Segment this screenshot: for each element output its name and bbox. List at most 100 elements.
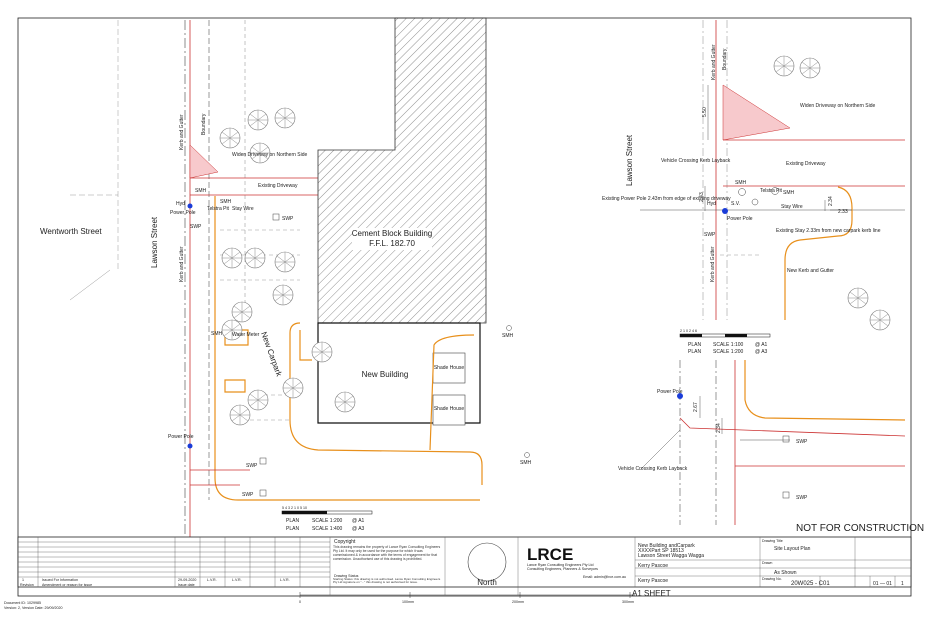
main-scale: 5 4 3 2 1 0 5 10 PLAN SCALE 1:200 @ A1 P… (281, 506, 373, 532)
detail-scale-plan-2: PLAN (688, 349, 701, 355)
wentworth-street-label: Wentworth Street (40, 227, 102, 236)
vehicle-crossing-2: Vehicle Crossing Kerb Layback (618, 466, 688, 472)
not-for-construction: NOT FOR CONSTRUCTION (796, 523, 924, 534)
power-pole-main-2: Power Pole (168, 434, 194, 440)
company-contact: Email: admin@lrce.com.au (583, 575, 626, 579)
company-name: Lance Ryan Consulting Engineers Pty Ltd (527, 563, 594, 567)
stay-wire-main: Stay Wire (232, 206, 254, 212)
new-carpark-label: New Carpark (259, 331, 284, 379)
project-line-3: Lawson Street Wagga Wagga (638, 553, 704, 559)
architect-value: Kerry Pascoe (638, 578, 668, 584)
dim-233: 2.33 (838, 209, 848, 215)
swp-detail-1: SWP (704, 232, 716, 238)
copyright-text: This drawing remains the property of Lan… (333, 545, 441, 561)
swp-main-4: SWP (242, 492, 254, 498)
drawing-title: Site Layout Plan (774, 546, 811, 552)
project-line-1: New Building andCarpark (638, 543, 695, 549)
drawing-number: 20W025 - C01 (791, 581, 830, 587)
footer-line-1: Document ID: 1029985 (4, 601, 41, 605)
hyd-main: Hyd (176, 201, 185, 207)
drawn-by: As Shown (774, 570, 797, 576)
drawing-no-label: Drawing No. (762, 577, 782, 581)
detail-scale-sheet-1: @ A1 (755, 342, 768, 348)
bar-tick-3: 300mm (622, 600, 634, 604)
detail-scale-scale-2: SCALE 1:200 (713, 349, 744, 355)
main-scale-sheet-2: @ A3 (352, 526, 365, 532)
vehicle-crossing-1: Vehicle Crossing Kerb Layback (661, 158, 731, 164)
existing-power-pole-note: Existing Power Pole 2.43m from edge of e… (602, 196, 731, 202)
swp-main-2: SWP (190, 224, 202, 230)
company-logo: LRCE (527, 545, 573, 564)
revision-number: 1 (901, 581, 904, 587)
sv-detail: S.V. (731, 201, 740, 207)
dim-267: 2.67 (693, 402, 699, 412)
detail-scale-plan-1: PLAN (688, 342, 701, 348)
widen-driveway-detail: Widen Driveway on Northern Side (800, 103, 876, 109)
rev-verified: L.V.R. (280, 578, 290, 582)
copyright-title: Copyright (334, 539, 356, 545)
rev-number: 1 (22, 578, 24, 582)
rev-header-1: Amendment or reason for issue (42, 583, 92, 587)
swp-detail-3: SWP (796, 495, 808, 501)
drawing-status-text: Starting Status: this drawing is not aut… (333, 578, 441, 585)
rev-header-2: Issue date (178, 583, 195, 587)
boundary-detail: Boundary (722, 48, 728, 70)
rev-desc: Issued For Information (42, 578, 78, 582)
footer-line-2: Version: 2, Version Date: 29/09/2020 (4, 606, 63, 610)
swp-detail-2: SWP (796, 439, 808, 445)
lawson-street-label: Lawson Street (150, 216, 159, 268)
detail-scale: 2 1 0 2 4 6 PLAN SCALE 1:100 @ A1 PLAN S… (679, 329, 771, 355)
new-building-label: New Building (362, 370, 409, 379)
smh-detail-1: SMH (735, 180, 747, 186)
cement-ffl-label: F.F.L. 182.70 (369, 239, 415, 248)
bar-tick-1: 100mm (402, 600, 414, 604)
detail-scale-sheet-2: @ A3 (755, 349, 768, 355)
existing-driveway-detail: Existing Driveway (786, 161, 826, 167)
smh-main-3: SMH (211, 331, 223, 337)
lawson-street-detail-label: Lawson Street (625, 134, 634, 186)
drawing-title-label: Drawing Title (762, 539, 783, 543)
rev-date: 29-09-2020 (178, 578, 196, 582)
project-line-2: XXXXPart SP 18513 (638, 548, 684, 554)
main-scale-sheet-1: @ A1 (352, 518, 365, 524)
shade-house-2-label: Shade House (434, 406, 465, 412)
main-scale-plan-2: PLAN (286, 526, 299, 532)
cement-block-building-label: Cement Block Building (352, 229, 432, 238)
shade-house-1-label: Shade House (434, 365, 465, 371)
north-label: North (477, 578, 497, 587)
main-scale-ticks: 5 4 3 2 1 0 5 10 (282, 506, 307, 510)
main-scale-scale-2: SCALE 1:400 (312, 526, 343, 532)
main-scale-plan-1: PLAN (286, 518, 299, 524)
smh-detail-2: SMH (783, 190, 795, 196)
bar-tick-0: 0 (299, 600, 301, 604)
dim-234b: 2.34 (716, 423, 722, 433)
dim-243: 2.43 (699, 192, 705, 202)
title-block: 1 Issued For Information 29-09-2020 L.V.… (17, 536, 912, 604)
a1-sheet-label: A1 SHEET (632, 589, 671, 598)
new-kerb-gutter-label: New Kerb and Gutter (787, 268, 834, 274)
power-pole-detail-2: Power Pole (657, 389, 683, 395)
existing-driveway-main: Existing Driveway (258, 183, 298, 189)
power-pole-main-1: Power Pole (170, 210, 196, 216)
rev-header-0: Revision (20, 583, 34, 587)
telstra-detail: Telstra Pit (760, 188, 783, 194)
kerb-gutter-main-mid: Kerb and Gutter (179, 246, 185, 282)
client-value: Kerry Pascoe (638, 563, 668, 569)
dim-550: 5.50 (702, 107, 708, 117)
dim-234: 2.34 (828, 196, 834, 206)
water-meter-label: Water Meter (232, 332, 260, 338)
telstra-main: Telstra Pit (207, 206, 230, 212)
sheet-number: 01 — 01 (873, 581, 892, 587)
swp-main-3: SWP (246, 463, 258, 469)
swp-main-1: SWP (282, 216, 294, 222)
bar-tick-2: 200mm (512, 600, 524, 604)
widen-driveway-main: Widen Driveway on Northern Side (232, 152, 308, 158)
detail-scale-ticks: 2 1 0 2 4 6 (680, 329, 697, 333)
smh-main-2: SMH (220, 199, 232, 205)
drawn-by-label: Drawn (762, 561, 772, 565)
drawing-status-title: Drawing Status (334, 574, 359, 578)
rev-drawn: L.V.R. (207, 578, 217, 582)
detail-driveway: Lawson Street Kerb and Gutter Kerb and G… (602, 20, 905, 331)
kerb-gutter-detail-top: Kerb and Gutter (711, 44, 717, 80)
